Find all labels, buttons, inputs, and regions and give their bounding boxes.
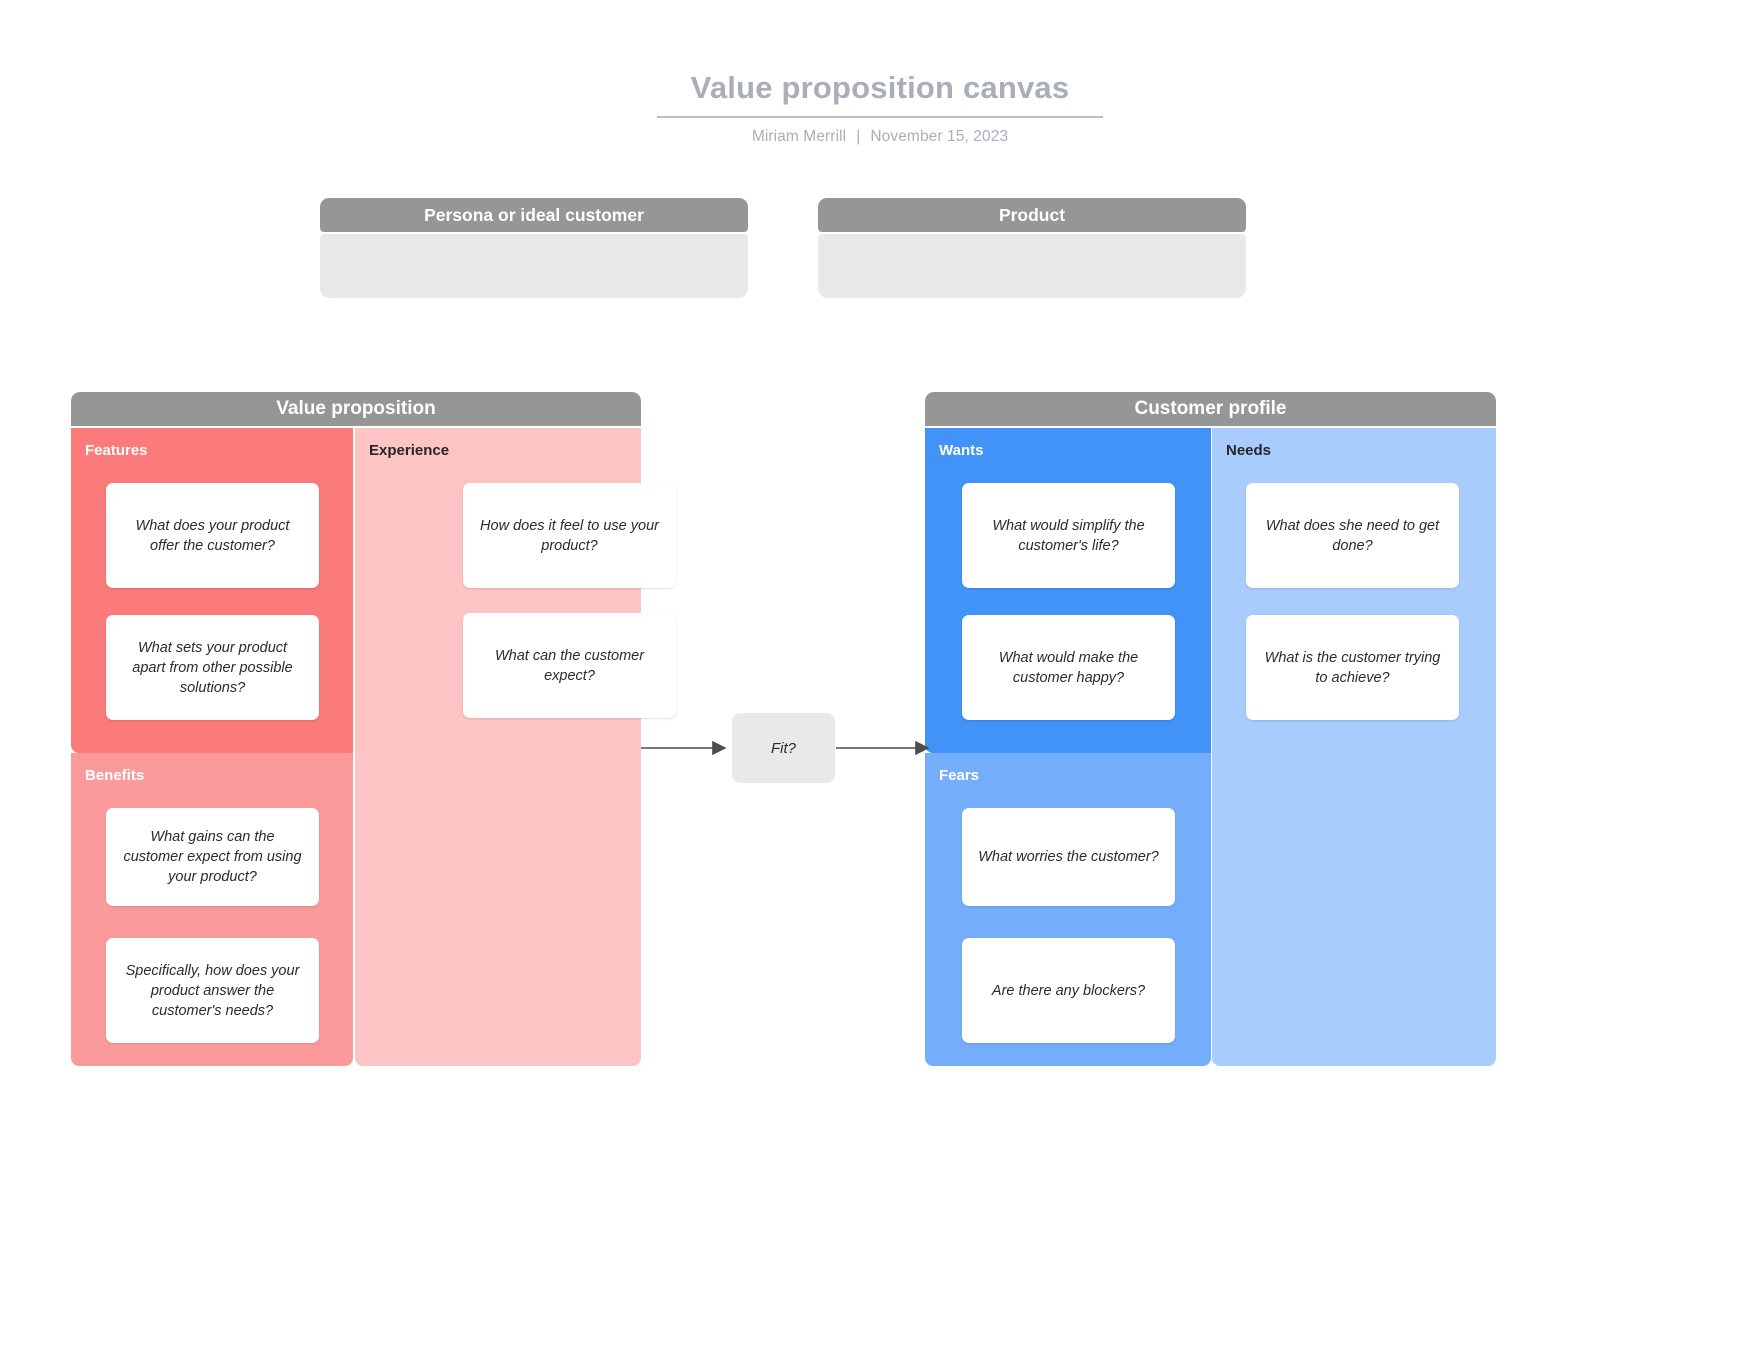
document-subtitle: Miriam Merrill | November 15, 2023 (0, 128, 1760, 146)
sticky-note[interactable]: How does it feel to use your product? (463, 483, 676, 588)
document-date: November 15, 2023 (870, 128, 1009, 145)
fit-box[interactable]: Fit? (732, 713, 835, 783)
customer-profile-panel: Customer profile Wants What would simpli… (925, 392, 1496, 1066)
customer-profile-header: Customer profile (925, 392, 1496, 426)
section-wants: Wants What would simplify the customer's… (925, 428, 1211, 753)
value-proposition-body: Features What does your product offer th… (71, 428, 676, 1066)
subtitle-separator: | (856, 128, 861, 145)
sticky-note[interactable]: Specifically, how does your product answ… (106, 938, 319, 1043)
section-features-label: Features (85, 442, 148, 459)
section-features: Features What does your product offer th… (71, 428, 353, 753)
sticky-note[interactable]: What does she need to get done? (1246, 483, 1459, 588)
sticky-note[interactable]: Are there any blockers? (962, 938, 1175, 1043)
value-proposition-panel: Value proposition Features What does you… (71, 392, 676, 1066)
section-experience: Experience How does it feel to use your … (355, 428, 676, 1066)
sticky-note[interactable]: What is the customer trying to achieve? (1246, 615, 1459, 720)
sticky-note[interactable]: What sets your product apart from other … (106, 615, 319, 720)
page-title: Value proposition canvas (656, 70, 1104, 118)
customer-profile-body: Wants What would simplify the customer's… (925, 428, 1496, 1066)
product-box-header: Product (818, 198, 1246, 232)
section-experience-label: Experience (369, 442, 450, 459)
section-wants-label: Wants (939, 442, 984, 459)
section-benefits-label: Benefits (85, 767, 145, 784)
section-fears: Fears What worries the customer? Are the… (925, 753, 1211, 1066)
section-needs: Needs What does she need to get done? Wh… (1212, 428, 1496, 1066)
sticky-note[interactable]: What would simplify the customer's life? (962, 483, 1175, 588)
sticky-note[interactable]: What does your product offer the custome… (106, 483, 319, 588)
section-benefits: Benefits What gains can the customer exp… (71, 753, 353, 1066)
sticky-note[interactable]: What would make the customer happy? (962, 615, 1175, 720)
value-proposition-header: Value proposition (71, 392, 641, 426)
product-box-body[interactable] (818, 234, 1246, 298)
sticky-note[interactable]: What gains can the customer expect from … (106, 808, 319, 906)
arrow-left-to-fit (641, 740, 727, 756)
persona-box-header: Persona or ideal customer (320, 198, 748, 232)
fit-label: Fit? (770, 739, 796, 757)
sticky-note[interactable]: What worries the customer? (962, 808, 1175, 906)
arrow-right-to-fit (836, 740, 930, 756)
product-box[interactable]: Product (818, 198, 1246, 298)
document-header: Value proposition canvas Miriam Merrill |… (0, 70, 1760, 146)
document-author: Miriam Merrill (751, 128, 847, 145)
section-fears-label: Fears (939, 767, 980, 784)
sticky-note[interactable]: What can the customer expect? (463, 613, 676, 718)
persona-box-body[interactable] (320, 234, 748, 298)
persona-box[interactable]: Persona or ideal customer (320, 198, 748, 298)
section-needs-label: Needs (1226, 442, 1272, 459)
